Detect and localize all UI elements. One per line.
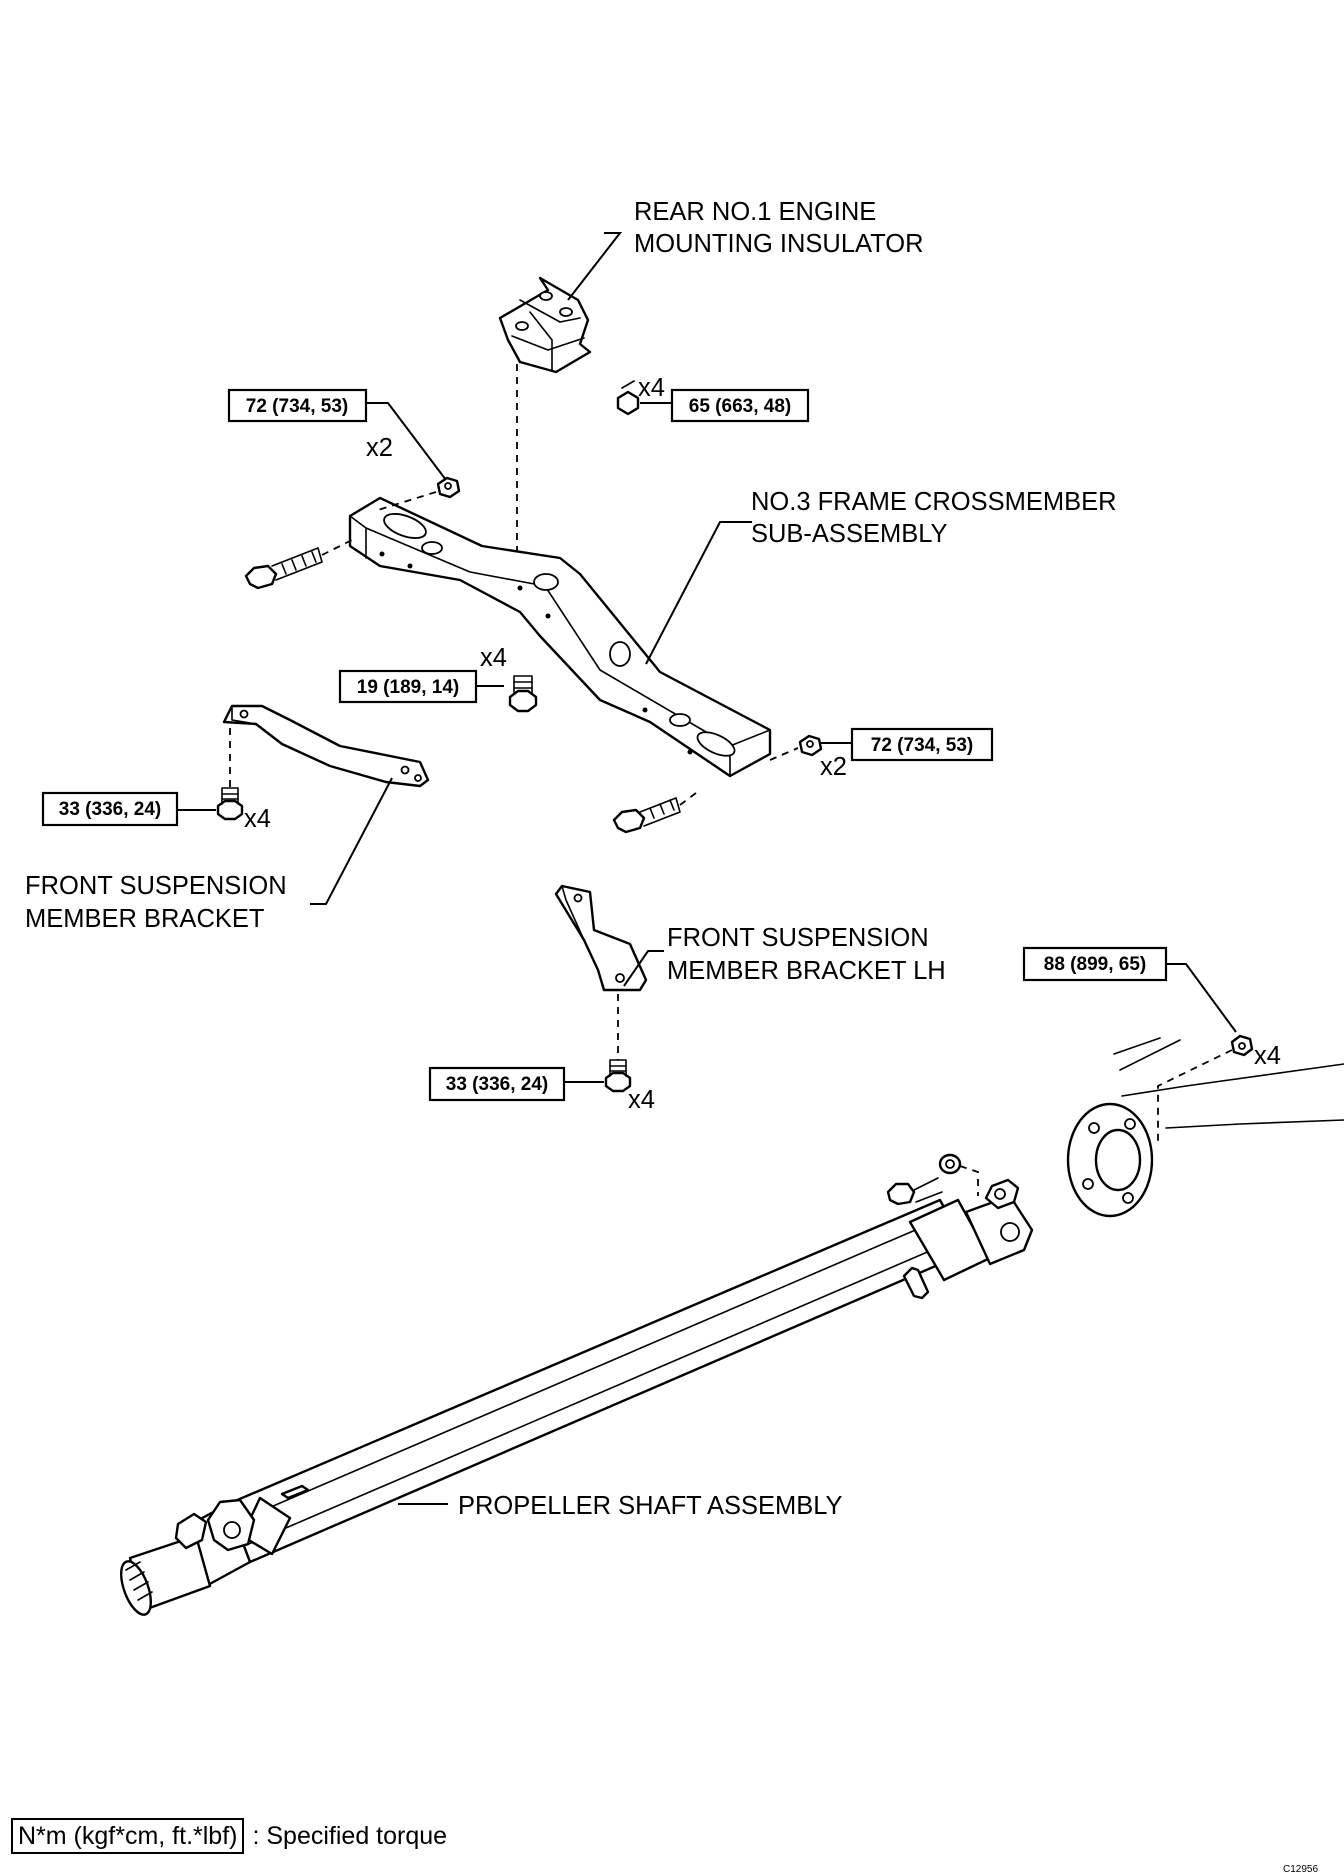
crossmember-bolt-icon [508,675,538,713]
label-crossmember-line1: NO.3 FRAME CROSSMEMBER [751,488,1117,516]
qty-crossmember-nut-right: x2 [820,753,847,781]
frame-crossmember [348,496,772,778]
torque-spec-bracket-lh-bolt: 33 (336, 24) [428,1066,566,1102]
bracket-lh-bolt-icon [604,1059,632,1093]
propeller-bolt-icon [886,1177,943,1206]
propeller-shaft-assembly [120,1178,1034,1616]
qty-bracket-bolt: x4 [244,805,271,833]
crossmember-nut-left-icon [436,476,461,499]
propeller-washer-icon [938,1153,962,1175]
label-bracket-lh-line1: FRONT SUSPENSION [667,924,929,952]
svg-text:65 (663, 48): 65 (663, 48) [689,396,791,417]
label-propeller: PROPELLER SHAFT ASSEMBLY [458,1492,843,1520]
crossmember-bolt-right-icon [612,789,701,834]
front-suspension-bracket-lh [554,884,648,992]
qty-insulator-bolt: x4 [638,374,665,402]
torque-spec-bracket-bolt: 33 (336, 24) [41,791,179,827]
qty-flange-nut: x4 [1254,1042,1281,1070]
label-front-bracket-line1: FRONT SUSPENSION [25,872,287,900]
svg-text:33 (336, 24): 33 (336, 24) [446,1074,548,1095]
differential-flange [1066,1037,1344,1218]
svg-text:72 (734, 53): 72 (734, 53) [246,396,348,417]
torque-spec-crossmember-bolt: 19 (189, 14) [338,669,478,704]
qty-crossmember-nut-left: x2 [366,434,393,462]
qty-crossmember-bolt: x4 [480,644,507,672]
torque-legend: N*m (kgf*cm, ft.*lbf) : Specified torque [11,1818,447,1854]
svg-text:33 (336, 24): 33 (336, 24) [59,799,161,820]
front-suspension-bracket [222,704,430,788]
engine-mounting-insulator [498,276,592,374]
torque-spec-crossmember-nut-right: 72 (734, 53) [850,727,994,762]
legend-unit-box: N*m (kgf*cm, ft.*lbf) [11,1818,245,1854]
svg-text:88 (899, 65): 88 (899, 65) [1044,954,1146,975]
crossmember-bolt-left-icon [244,539,353,590]
legend-description: : Specified torque [252,1821,448,1850]
label-front-bracket-line2: MEMBER BRACKET [25,905,264,933]
flange-nut-icon [1230,1034,1254,1057]
torque-spec-insulator-bolt: 65 (663, 48) [670,388,810,423]
figure-code: C12956 [1283,1864,1318,1874]
label-bracket-lh-line2: MEMBER BRACKET LH [667,957,946,985]
insulator-bolt-icon [616,380,640,416]
bracket-bolt-icon [216,787,244,821]
crossmember-nut-right-icon [798,734,823,757]
torque-spec-flange-nut: 88 (899, 65) [1022,946,1168,982]
label-crossmember-line2: SUB-ASSEMBLY [751,520,948,548]
svg-text:72 (734, 53): 72 (734, 53) [871,735,973,756]
label-insulator-line2: MOUNTING INSULATOR [634,230,924,258]
svg-text:19 (189, 14): 19 (189, 14) [357,677,459,698]
label-insulator-line1: REAR NO.1 ENGINE [634,198,876,226]
qty-bracket-lh-bolt: x4 [628,1086,655,1114]
torque-spec-crossmember-nut-left: 72 (734, 53) [227,388,368,423]
